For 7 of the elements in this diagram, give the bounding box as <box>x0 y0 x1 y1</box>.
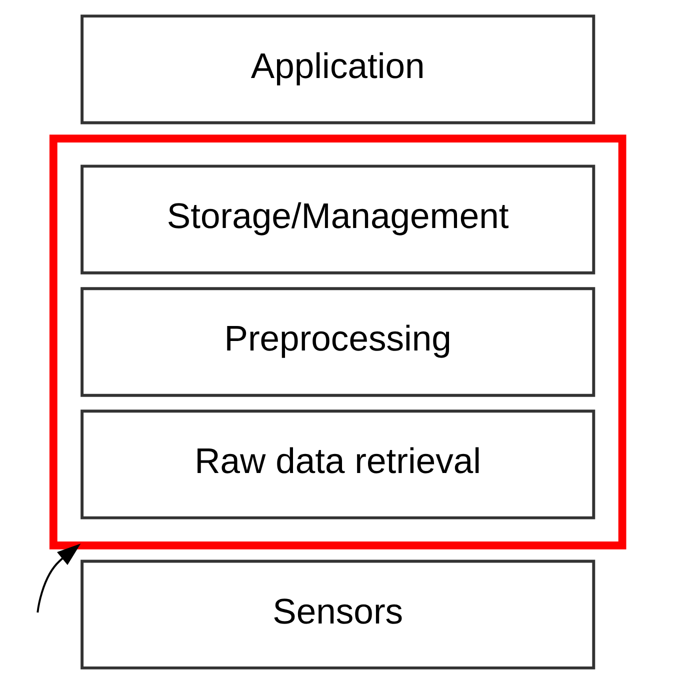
node-box: Raw data retrieval <box>80 410 596 520</box>
node-box: Preprocessing <box>80 287 596 397</box>
arrow <box>36 544 81 613</box>
node-box: Application <box>80 14 596 124</box>
node-box: Storage/Management <box>80 164 596 274</box>
cluster <box>49 134 626 550</box>
node-box: Sensors <box>80 560 596 670</box>
